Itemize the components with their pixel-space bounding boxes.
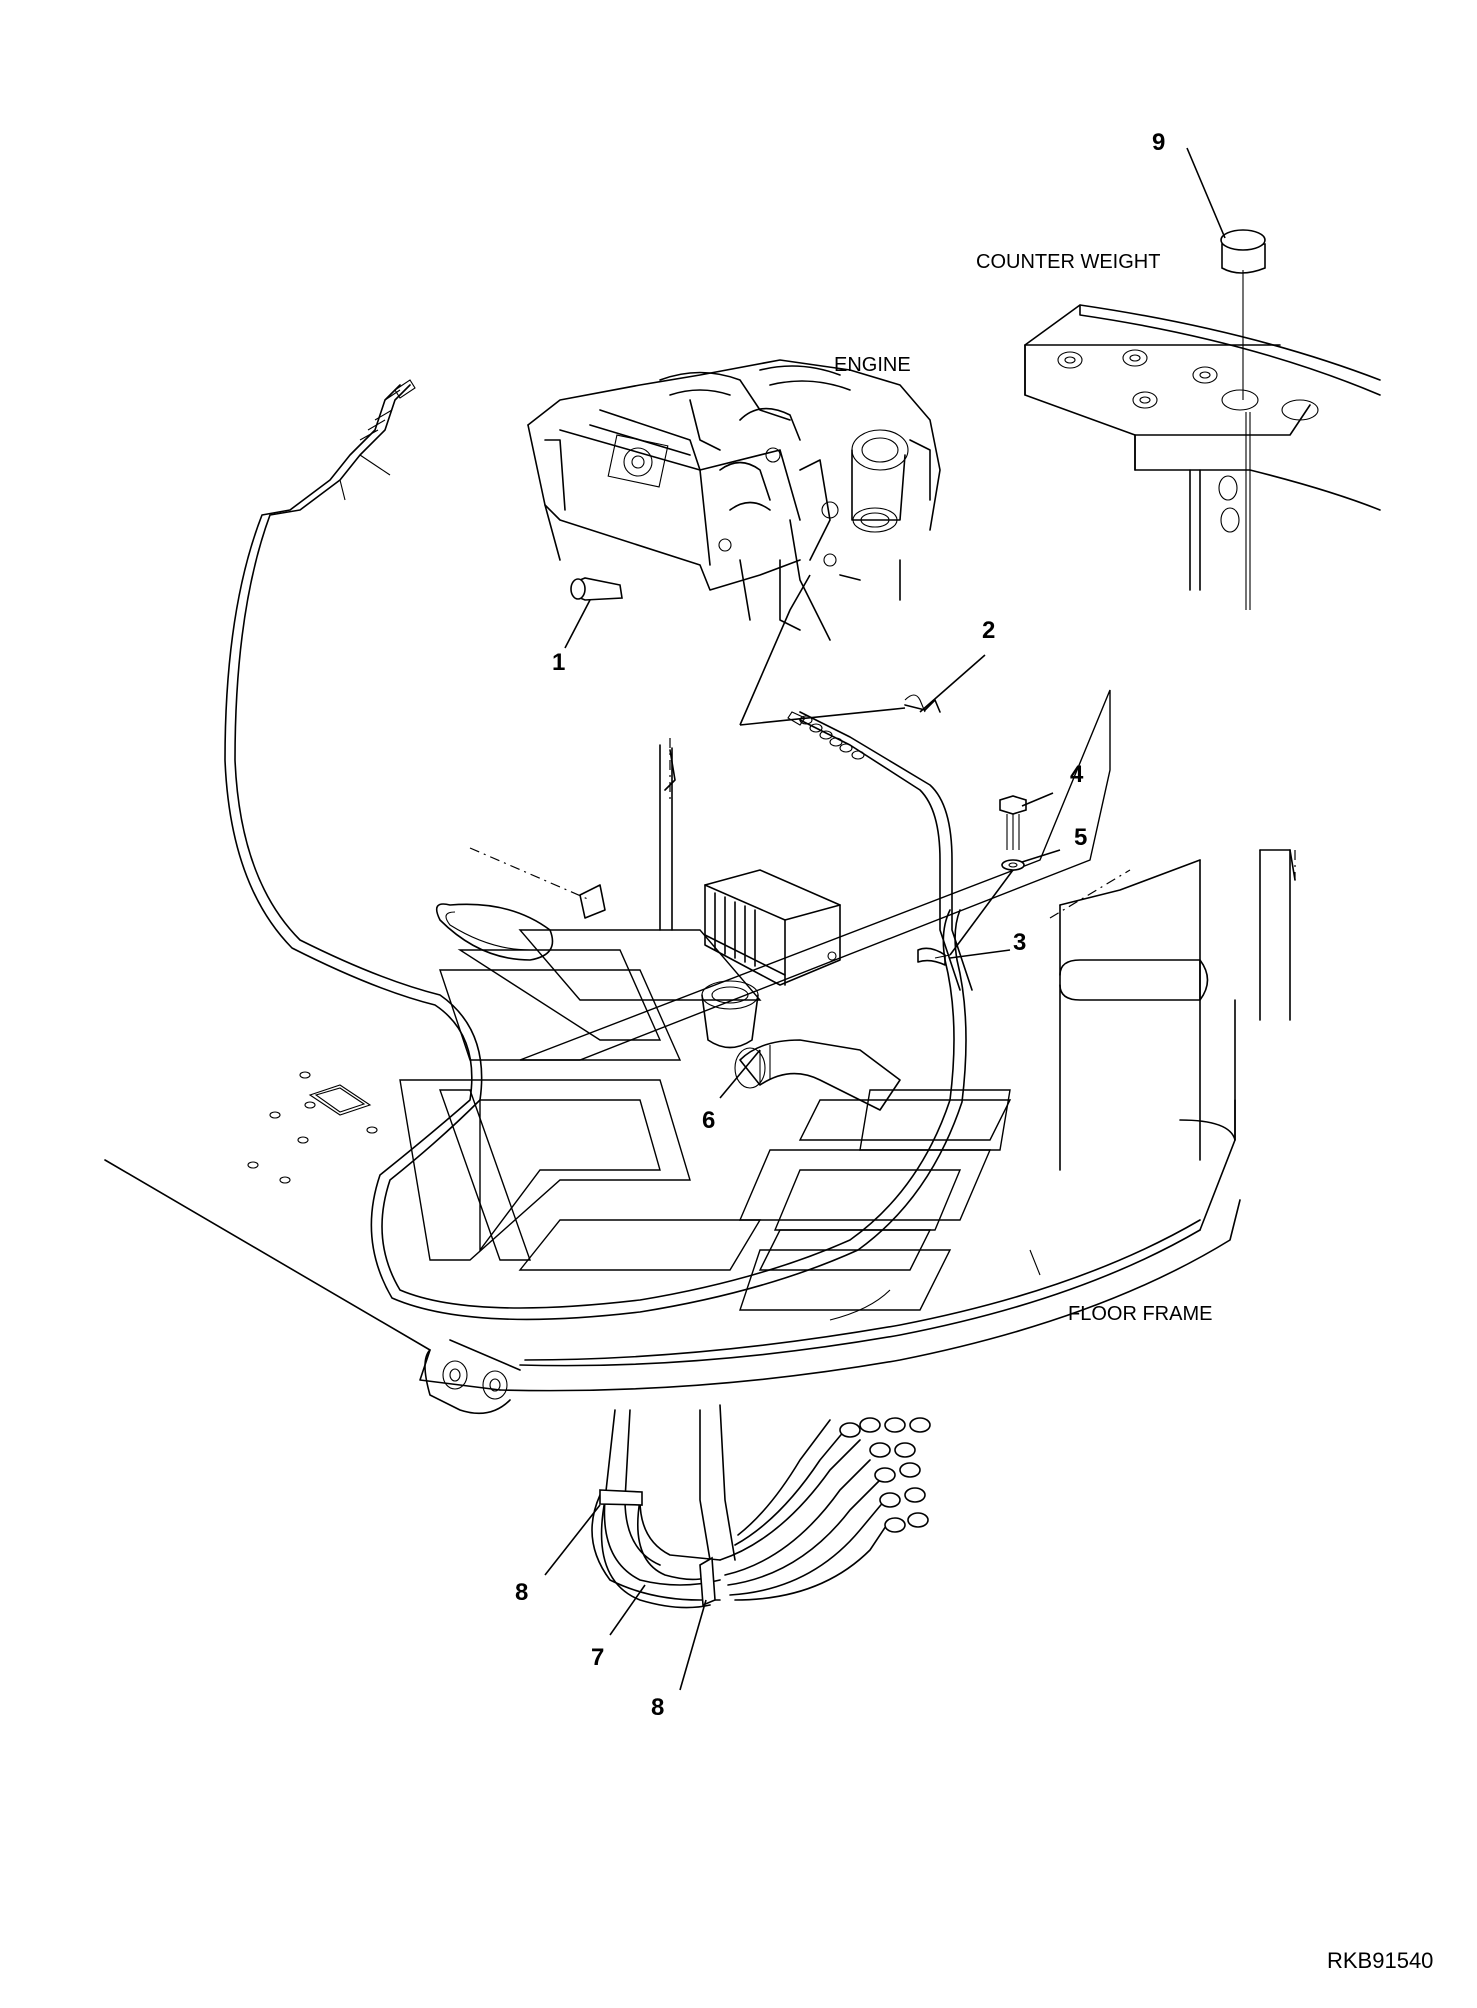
leader-lines [544,147,1226,1691]
callout-5: 5 [1074,824,1087,851]
callout-9: 9 [1152,129,1165,156]
bracket-box [701,869,841,1049]
washer-part-5 [1001,859,1025,871]
engine [527,359,941,641]
callout-7: 7 [591,1644,604,1671]
drawing-reference: RKB91540 [1327,1948,1433,1973]
callout-8-upper: 8 [515,1579,528,1606]
bolt-part-4 [999,795,1027,850]
callout-6: 6 [702,1107,715,1134]
label-floor-frame: FLOOR FRAME [1068,1303,1212,1325]
throttle-cable [787,699,973,991]
callout-8-lower: 8 [651,1694,664,1721]
callout-4: 4 [1070,761,1084,788]
label-engine: ENGINE [834,354,911,376]
bolt-part-1 [570,577,623,601]
counter-weight [1024,304,1381,610]
callout-2: 2 [982,617,995,644]
clip-part-2 [739,574,926,726]
watermark-logo [399,689,1111,1311]
label-counter-weight: COUNTER WEIGHT [976,251,1160,273]
callout-1: 1 [552,649,565,676]
floor-frame [104,738,1296,1415]
pipe-clamp-part-6 [734,1039,901,1111]
callout-3: 3 [1013,929,1026,956]
hose-bundle [591,1404,931,1609]
control-cable [224,379,967,1321]
cap-part-9 [1220,229,1266,400]
clamp-part-3 [917,947,951,966]
